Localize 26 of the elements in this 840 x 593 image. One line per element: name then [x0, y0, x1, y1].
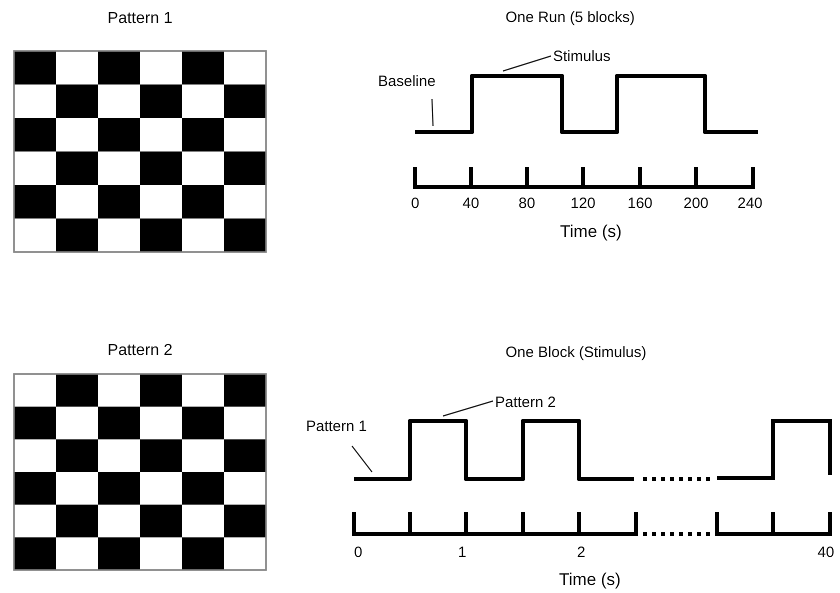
chart-title: One Run (5 blocks) [506, 9, 635, 27]
callout-label: Pattern 2 [495, 394, 556, 411]
tick-label: 160 [628, 195, 653, 213]
leader-line [442, 400, 494, 417]
tick-label: 80 [518, 195, 536, 213]
chart-title: One Block (Stimulus) [506, 344, 646, 362]
callout-label: Stimulus [553, 48, 611, 65]
tick-label: 240 [738, 195, 763, 213]
tick-label: 40 [462, 195, 480, 213]
leader-line [431, 98, 434, 126]
tick-label: 0 [411, 195, 420, 213]
tick-label: 2 [577, 544, 586, 562]
callout-label: Pattern 1 [306, 418, 367, 435]
tick-label: 40 [818, 544, 834, 562]
leader-line [502, 55, 552, 72]
axis-title: Time (s) [559, 571, 621, 589]
axis-title: Time (s) [560, 223, 622, 241]
leader-line [352, 446, 372, 472]
callout-label: Baseline [378, 73, 436, 90]
tick-label: 120 [570, 195, 596, 213]
tick-label: 200 [684, 195, 709, 213]
heading: Pattern 2 [108, 342, 172, 360]
square-wave [354, 419, 832, 481]
heading: Pattern 1 [108, 10, 172, 28]
tick-label: 1 [458, 544, 466, 562]
tick-label: 0 [354, 544, 362, 562]
